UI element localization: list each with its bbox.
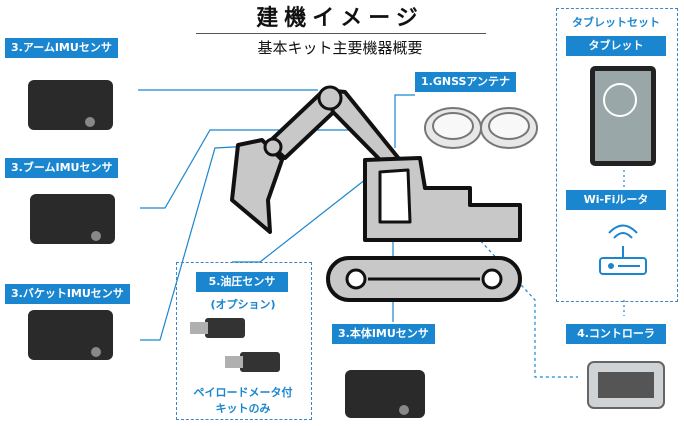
pressure-note-line2: キットのみ — [215, 402, 271, 415]
pressure-option-text: (オプション) — [210, 298, 276, 311]
arm-imu-label: 3.アームIMUセンサ — [5, 38, 118, 58]
arm-imu-device — [28, 80, 113, 130]
wifi-router-icon — [599, 224, 647, 275]
boom-imu-label: 3.ブームIMUセンサ — [5, 158, 119, 178]
gnss-connector-line — [394, 94, 415, 148]
track-wheel-left — [345, 268, 367, 290]
boom-imu-device — [30, 194, 115, 244]
controller-label: 4.コントローラ — [566, 324, 666, 344]
controller-device — [587, 361, 665, 409]
body-imu-device — [345, 370, 425, 418]
boom-joint — [317, 85, 343, 111]
body-imu-label: 3.本体IMUセンサ — [332, 324, 435, 344]
tablet-label: タブレット — [566, 36, 666, 56]
pressure-sensor-devices — [190, 318, 280, 372]
pressure-note-line1: ペイロードメータ付 — [193, 386, 293, 399]
page-subtitle: 基本キット主要機器概要 — [257, 39, 423, 57]
pressure-sensor-box — [176, 262, 312, 420]
pressure-label: 5.油圧センサ — [196, 272, 288, 292]
excavator-window — [378, 168, 412, 224]
wifi-label: Wi-Fiルータ — [566, 190, 666, 210]
tablet-set-box — [556, 8, 678, 302]
bucket-imu-device — [28, 310, 113, 360]
bucket-joint — [263, 137, 283, 157]
page-title: 建機イメージ — [256, 6, 424, 31]
title-divider — [196, 33, 486, 34]
gnss-antennas — [424, 107, 538, 149]
tablet-set-title: タブレットセット — [572, 16, 660, 29]
gnss-label: 1.GNSSアンテナ — [415, 72, 516, 92]
excavator-bucket — [230, 138, 284, 234]
bucket-imu-label: 3.バケットIMUセンサ — [5, 284, 130, 304]
tablet-device — [590, 66, 656, 166]
track-wheel-right — [481, 268, 503, 290]
